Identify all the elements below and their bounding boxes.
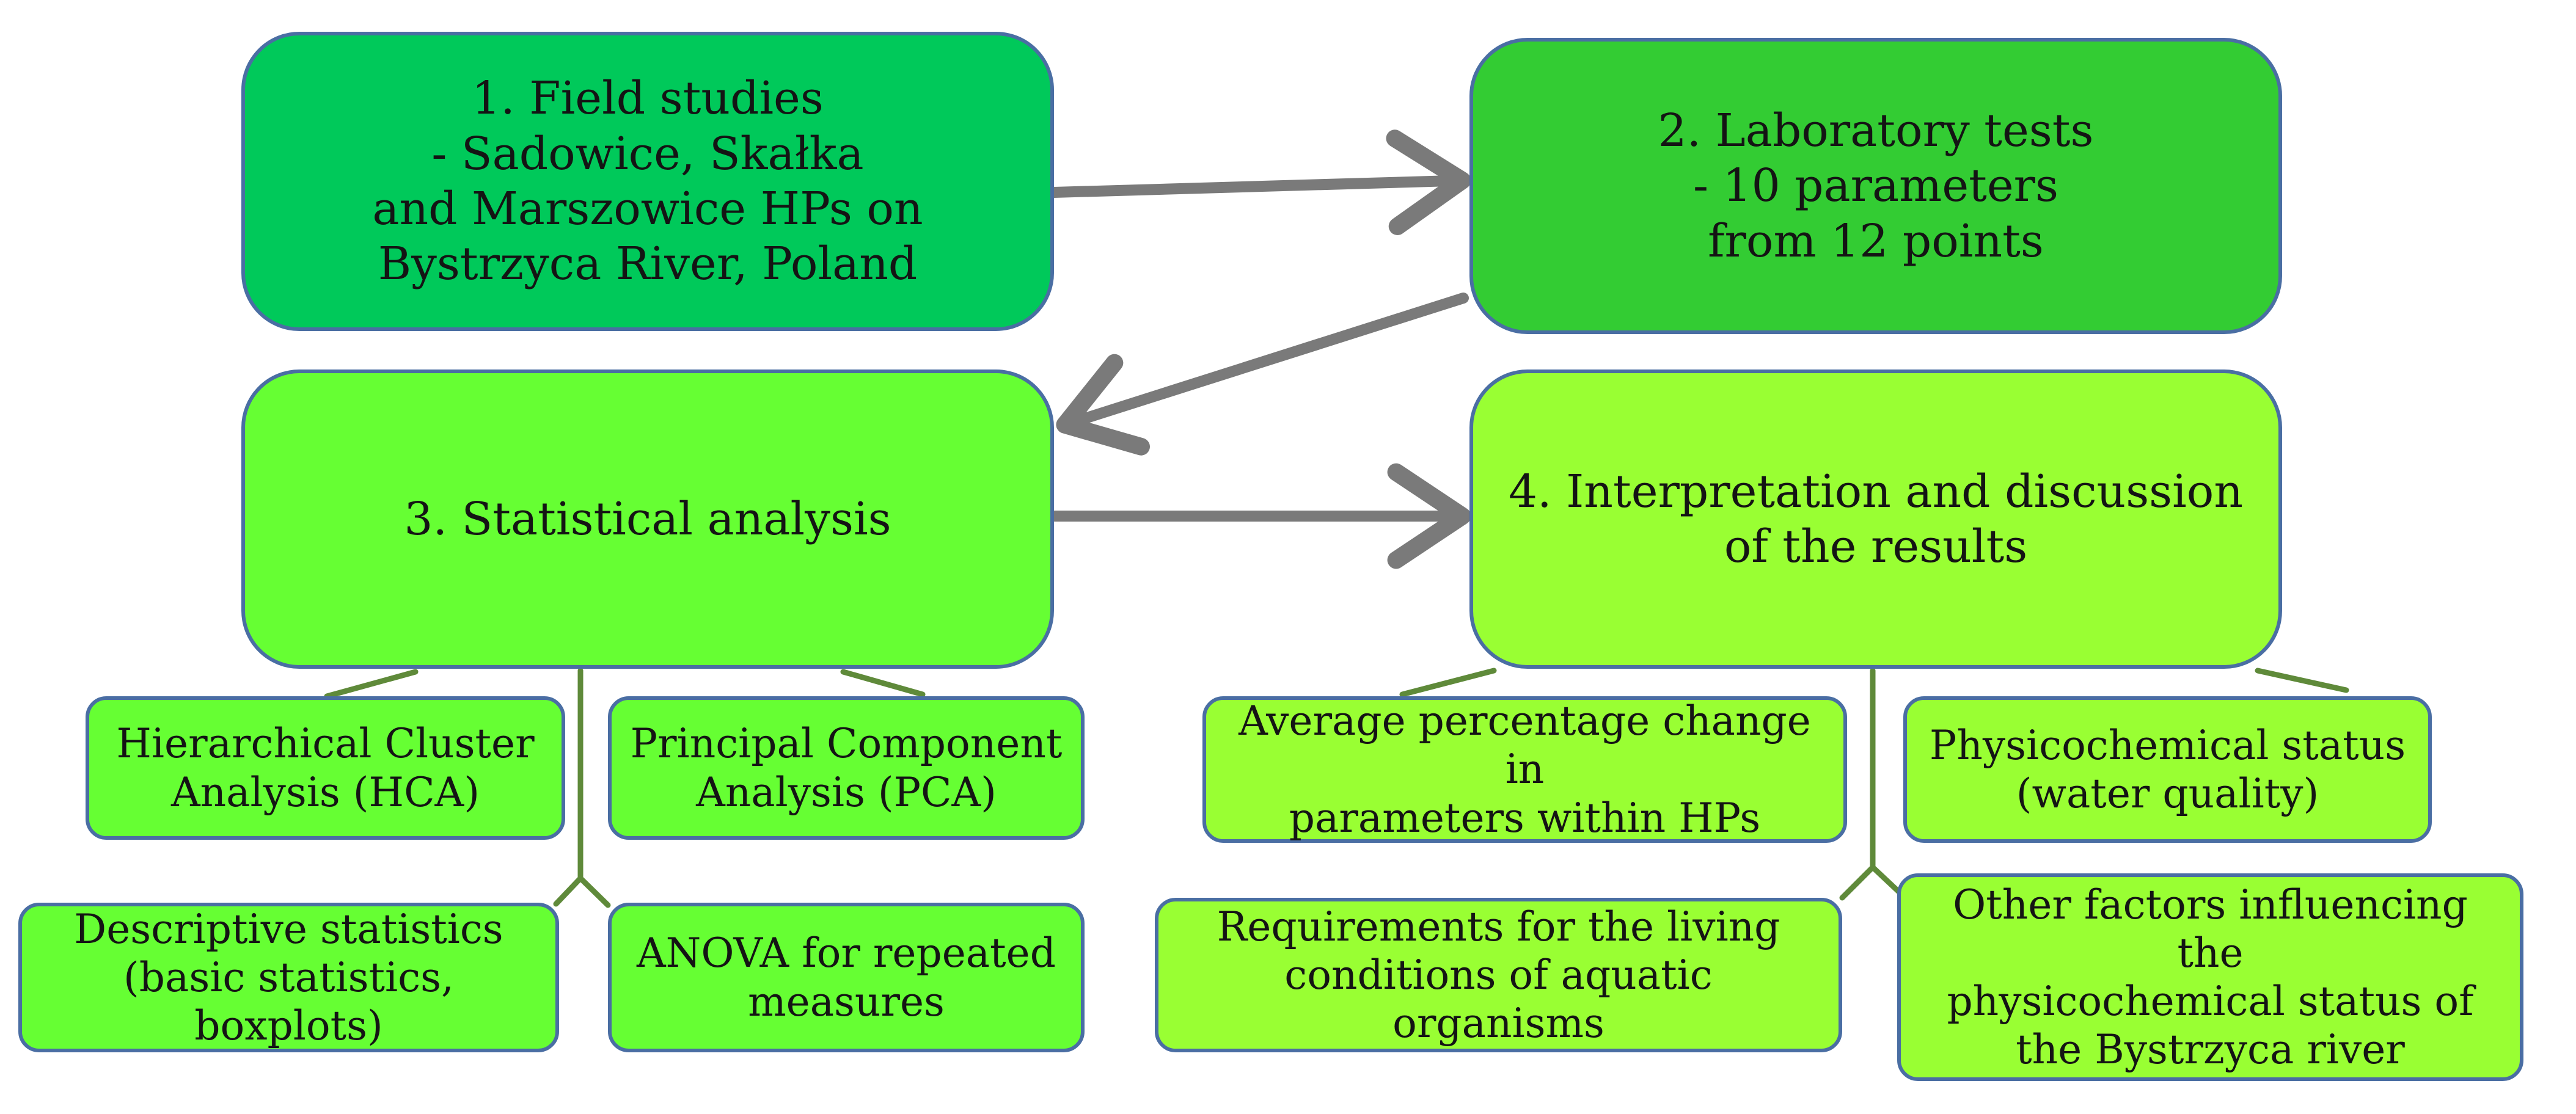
stat-branch-connectors <box>324 668 926 908</box>
interpretation-discussion-box: 4. Interpretation and discussion of the … <box>1469 370 2282 669</box>
hca-box: Hierarchical Cluster Analysis (HCA) <box>86 696 565 840</box>
average-percentage-change-box: Average percentage change in parameters … <box>1202 696 1847 843</box>
other-factors-box: Other factors influencing the physicoche… <box>1897 873 2523 1081</box>
field-studies-box: 1. Field studies - Sadowice, Skałka and … <box>241 32 1054 331</box>
physicochemical-status-box: Physicochemical status (water quality) <box>1903 696 2432 843</box>
laboratory-tests-box: 2. Laboratory tests - 10 parameters from… <box>1469 38 2282 334</box>
descriptive-statistics-box: Descriptive statistics (basic statistics… <box>18 903 559 1052</box>
anova-box: ANOVA for repeated measures <box>608 903 1085 1052</box>
arrow-field-to-lab <box>1048 129 1471 235</box>
statistical-analysis-box: 3. Statistical analysis <box>241 370 1054 669</box>
requirements-aquatic-organisms-box: Requirements for the living conditions o… <box>1155 898 1842 1052</box>
arrow-lab-to-stat <box>1056 293 1469 456</box>
pca-box: Principal Component Analysis (PCA) <box>608 696 1085 840</box>
